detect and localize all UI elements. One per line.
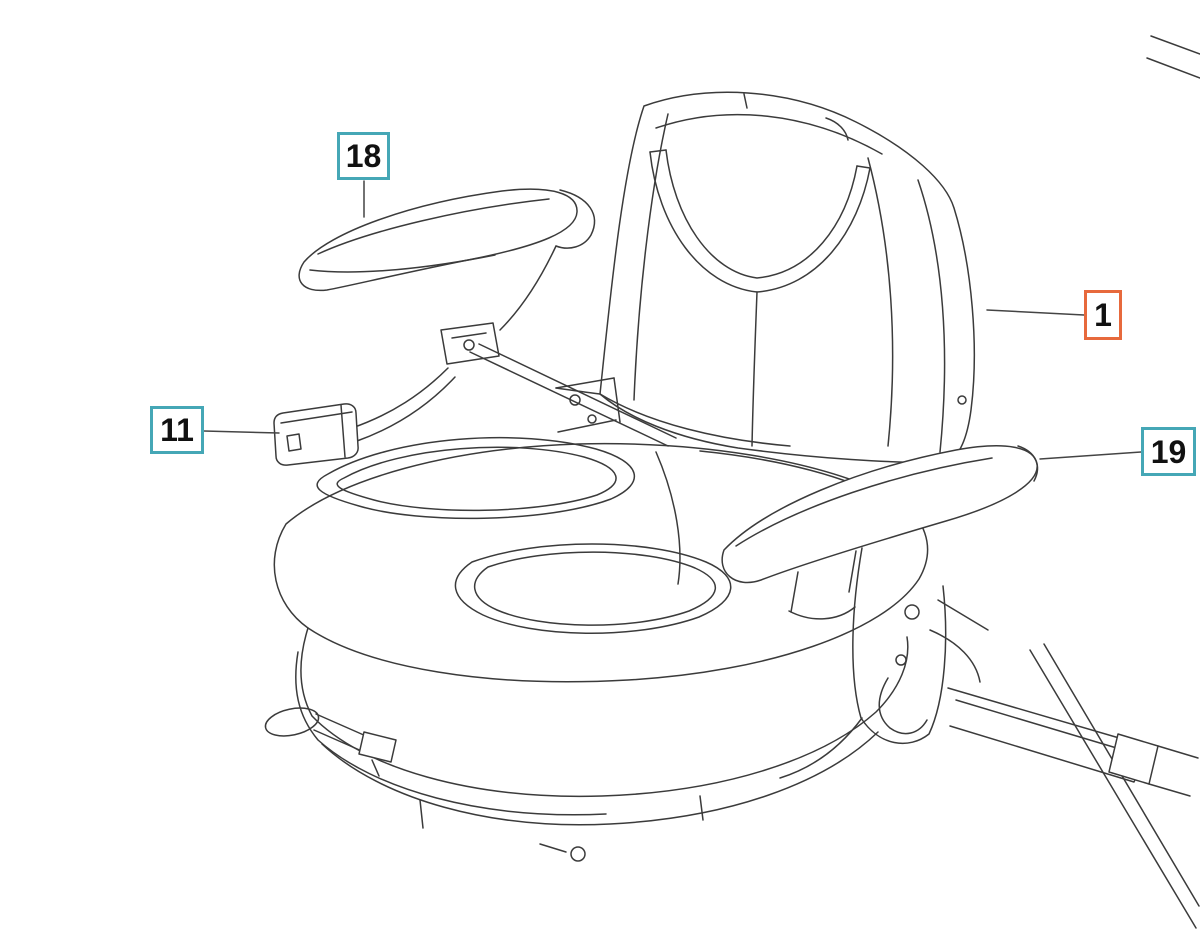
- right-armrest-drawing: [722, 446, 1037, 619]
- callout-11-label: 11: [160, 412, 194, 448]
- callout-18-label: 18: [345, 138, 382, 174]
- seat-back-drawing: [600, 92, 974, 462]
- seat-base-drawing: [296, 628, 908, 861]
- callout-1-seat-assembly[interactable]: 1: [1084, 290, 1122, 340]
- callout-1-label: 1: [1094, 297, 1112, 333]
- callout-11-seatbelt-buckle[interactable]: 11: [150, 406, 204, 454]
- callout-19-label: 19: [1150, 433, 1187, 470]
- callout-19-right-armrest[interactable]: 19: [1141, 427, 1196, 476]
- seat-cushion-drawing: [274, 438, 927, 682]
- callout-18-left-armrest[interactable]: 18: [337, 132, 390, 180]
- mounting-rail-drawing: [948, 644, 1199, 928]
- suspension-mechanism-drawing: [780, 548, 988, 778]
- seatbelt-drawing: [274, 344, 676, 465]
- adjuster-lever-drawing: [263, 704, 396, 776]
- leader-lines: [204, 181, 1141, 459]
- corner-fragment-drawing: [1147, 36, 1200, 78]
- left-armrest-drawing: [299, 189, 594, 364]
